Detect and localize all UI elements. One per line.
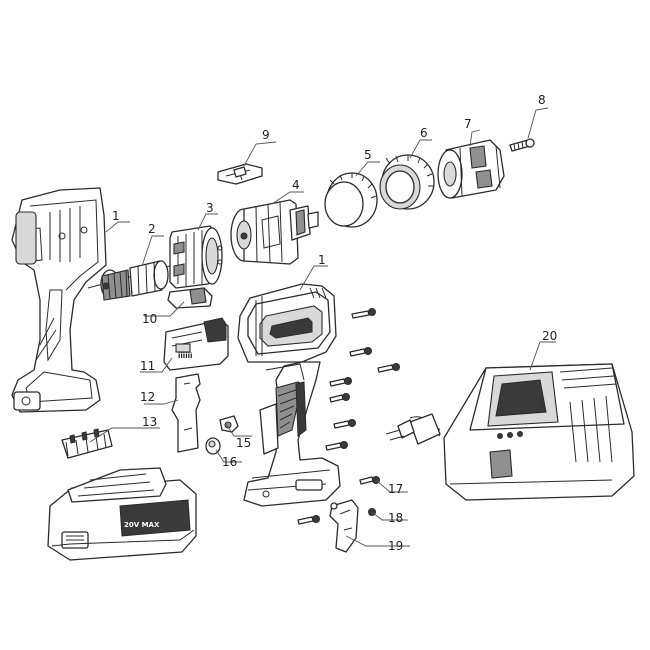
- screw: [297, 515, 320, 525]
- gearbox: [230, 199, 319, 265]
- callout-labels: 1 1 2 3 4 5 6 7 8 9 10 11 12 13 15 16 17…: [112, 93, 557, 553]
- callout-1-right: 1: [318, 253, 326, 267]
- chuck-screw: [509, 138, 535, 152]
- leader-4: [271, 191, 304, 205]
- led-lamp: [205, 437, 221, 455]
- callout-17: 17: [388, 482, 403, 496]
- leader-5: [355, 161, 380, 177]
- callout-1-left: 1: [112, 209, 120, 223]
- callout-6: 6: [420, 126, 428, 140]
- screw: [329, 393, 350, 403]
- svg-text:iiiiii: iiiiii: [178, 352, 192, 360]
- power-plug: [385, 413, 441, 445]
- callout-5: 5: [364, 148, 372, 162]
- leader-10: [144, 301, 185, 317]
- battery-pack: 20V MAX: [47, 467, 197, 561]
- switch-contact: [167, 287, 213, 309]
- contact-plate: [171, 373, 201, 453]
- battery-charger: [443, 363, 635, 501]
- leader-18: [371, 511, 408, 521]
- leader-2: [141, 235, 164, 267]
- leader-16: [215, 449, 242, 463]
- control-module: iiiiii: [163, 317, 229, 371]
- direction-switch: [217, 163, 263, 185]
- callout-9: 9: [262, 128, 270, 142]
- leader-8: [527, 107, 549, 139]
- callout-18: 18: [388, 511, 403, 525]
- callout-3: 3: [206, 201, 214, 215]
- leader-13: [89, 427, 160, 443]
- housing-screws: [297, 308, 400, 525]
- screw: [333, 419, 356, 429]
- screw: [377, 363, 400, 373]
- screw: [325, 441, 348, 451]
- callout-12: 12: [140, 390, 155, 404]
- callout-15: 15: [236, 436, 251, 450]
- screw: [351, 308, 376, 319]
- leader-3: [197, 213, 218, 231]
- leader-6: [409, 139, 432, 159]
- screw: [349, 347, 372, 357]
- battery-voltage-label: 20V MAX: [124, 521, 160, 529]
- torque-collar: [379, 154, 435, 210]
- leader-19: [345, 535, 410, 547]
- motor-stator: [169, 225, 223, 289]
- leader-15: [225, 423, 252, 437]
- callout-7: 7: [464, 117, 472, 131]
- keyless-chuck: [437, 139, 505, 199]
- housing-half-right: [237, 283, 341, 507]
- callout-13: 13: [142, 415, 157, 429]
- callout-2: 2: [148, 222, 156, 236]
- housing-half-left: [11, 187, 107, 413]
- forward-reverse-knob: [219, 415, 239, 433]
- callout-19: 19: [388, 539, 403, 553]
- leader-11: [140, 357, 173, 373]
- leader-1-right: [299, 265, 328, 291]
- callout-4: 4: [292, 178, 300, 192]
- callout-10: 10: [142, 312, 157, 326]
- leader-lines: [89, 107, 556, 547]
- motor-rotor: [87, 260, 171, 301]
- battery-terminal: [61, 428, 113, 459]
- callout-11: 11: [140, 359, 155, 373]
- leader-7: [469, 129, 481, 147]
- belt-clip: [329, 499, 359, 553]
- leader-1-left: [105, 221, 130, 233]
- screw: [329, 377, 352, 387]
- callout-8: 8: [538, 93, 546, 107]
- leader-12: [144, 399, 179, 405]
- callout-16: 16: [222, 455, 237, 469]
- leader-9: [243, 141, 277, 167]
- leader-20: [529, 341, 556, 371]
- leader-17: [375, 479, 408, 493]
- clutch-ring: [324, 172, 378, 228]
- callout-20: 20: [542, 329, 557, 343]
